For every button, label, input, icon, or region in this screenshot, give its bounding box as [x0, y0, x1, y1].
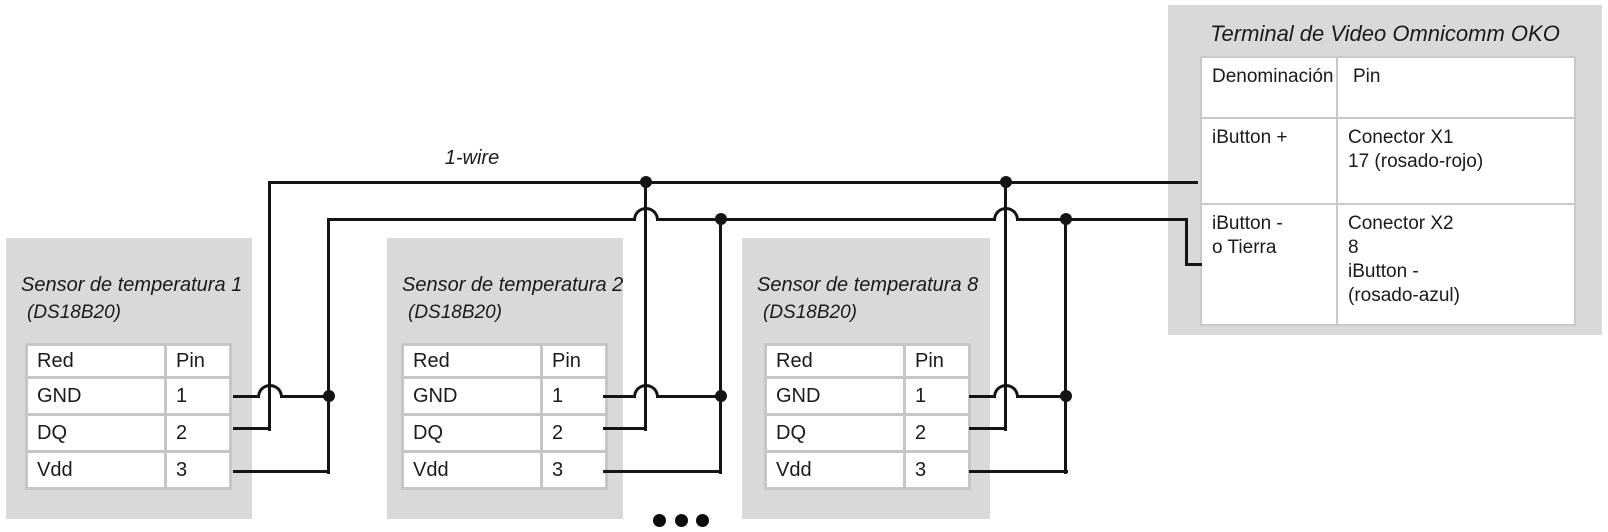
sensor-2-gnd-pin: 1: [543, 379, 605, 413]
sensor-8-pin-table: Red Pin GND 1 DQ 2 Vdd 3: [764, 343, 971, 490]
sensor-8-header-pin: Pin: [906, 346, 968, 376]
junction-dot: [1060, 390, 1072, 402]
table-row: DQ 2: [28, 416, 229, 450]
table-row: GND 1: [28, 379, 229, 413]
terminal-ibutton-plus-label: iButton +: [1202, 119, 1336, 203]
wire-sensor2-dq-vertical: [644, 181, 647, 431]
ellipsis-dot: [696, 514, 709, 527]
sensor-2-pin-table: Red Pin GND 1 DQ 2 Vdd 3: [401, 343, 608, 490]
sensor-1-box: Sensor de temperatura 1 (DS18B20) Red Pi…: [6, 238, 252, 519]
table-row: DQ 2: [767, 416, 968, 450]
sensor-8-dq-pin: 2: [906, 416, 968, 450]
sensor-2-header-red: Red: [404, 346, 540, 376]
sensor-8-dq-label: DQ: [767, 416, 903, 450]
sensor-1-header-pin: Pin: [167, 346, 229, 376]
sensor-1-subtitle: (DS18B20): [27, 302, 121, 323]
ellipsis-dot: [653, 514, 666, 527]
table-row: GND 1: [767, 379, 968, 413]
wire-hop-arc: [633, 384, 659, 398]
sensor-1-vdd-label: Vdd: [28, 453, 164, 487]
wire-sensor8-dq: [969, 427, 1007, 430]
sensor-8-vdd-pin: 3: [906, 453, 968, 487]
sensor-2-dq-label: DQ: [404, 416, 540, 450]
table-row: iButton + Conector X1 17 (rosado-rojo): [1202, 119, 1574, 203]
sensor-1-header-red: Red: [28, 346, 164, 376]
sensor-2-gnd-label: GND: [404, 379, 540, 413]
wire-1wire-bus: [268, 181, 1198, 184]
table-row: Vdd 3: [404, 453, 605, 487]
table-row: GND 1: [404, 379, 605, 413]
sensor-8-subtitle: (DS18B20): [763, 302, 857, 323]
table-row: iButton - o Tierra Conector X2 8 iButton…: [1202, 205, 1574, 324]
sensor-2-header-pin: Pin: [543, 346, 605, 376]
ellipsis-dot: [675, 514, 688, 527]
sensor-1-dq-pin: 2: [167, 416, 229, 450]
terminal-pin-table: Denominación Pin iButton + Conector X1 1…: [1200, 56, 1576, 326]
sensor-1-gnd-pin: 1: [167, 379, 229, 413]
sensor-1-vdd-pin: 3: [167, 453, 229, 487]
wire-hop-arc: [993, 384, 1019, 398]
wire-sensor2-gnd-seg1: [603, 395, 633, 398]
junction-dot: [715, 390, 727, 402]
sensor-8-gnd-label: GND: [767, 379, 903, 413]
sensor-2-subtitle: (DS18B20): [408, 302, 502, 323]
table-row: Vdd 3: [767, 453, 968, 487]
wire-ground-bus-drop: [1185, 218, 1188, 266]
wire-sensor8-gnd-seg1: [969, 395, 993, 398]
sensor-8-gnd-pin: 1: [906, 379, 968, 413]
sensor-8-box: Sensor de temperatura 8 (DS18B20) Red Pi…: [742, 238, 990, 519]
wire-sensor2-dq: [603, 427, 647, 430]
table-row: DQ 2: [404, 416, 605, 450]
sensor-2-title: Sensor de temperatura 2: [402, 274, 624, 296]
junction-dot: [1000, 176, 1012, 188]
junction-dot: [323, 390, 335, 402]
table-row: Vdd 3: [28, 453, 229, 487]
terminal-title: Terminal de Video Omnicomm OKO: [1210, 21, 1560, 46]
wire-sensor1-gnd-seg1: [233, 395, 257, 398]
wire-ground-bus-seg3: [1019, 218, 1188, 221]
wire-sensor1-dq: [233, 427, 271, 430]
terminal-box: Terminal de Video Omnicomm OKO Denominac…: [1168, 5, 1602, 335]
sensor-2-vdd-pin: 3: [543, 453, 605, 487]
sensor-2-box: Sensor de temperatura 2 (DS18B20) Red Pi…: [387, 238, 623, 519]
wire-ground-bus-seg1: [327, 218, 633, 221]
wire-sensor1-dq-vertical: [268, 181, 271, 431]
wire-ground-bus-entry: [1185, 263, 1202, 266]
wire-sensor2-vdd: [603, 470, 722, 473]
wire-sensor8-vdd: [969, 470, 1068, 473]
junction-dot: [1060, 213, 1072, 225]
wire-sensor8-dq-vertical: [1004, 181, 1007, 431]
wire-sensor2-gnd-seg2: [659, 395, 722, 398]
junction-dot: [640, 176, 652, 188]
sensor-1-title: Sensor de temperatura 1: [21, 274, 243, 296]
sensor-1-dq-label: DQ: [28, 416, 164, 450]
wire-sensor1-ground-vertical: [327, 218, 330, 474]
terminal-ibutton-plus-pin: Conector X1 17 (rosado-rojo): [1338, 119, 1574, 203]
sensor-8-title: Sensor de temperatura 8: [757, 274, 979, 296]
sensor-8-header-red: Red: [767, 346, 903, 376]
terminal-header-denominacion: Denominación: [1202, 58, 1336, 117]
bus-label: 1-wire: [444, 147, 500, 169]
wire-sensor8-gnd-seg2: [1019, 395, 1068, 398]
sensor-1-pin-table: Red Pin GND 1 DQ 2 Vdd 3: [25, 343, 232, 490]
wire-hop-arc: [257, 384, 283, 398]
wire-ground-bus-seg2: [659, 218, 993, 221]
wire-sensor1-gnd-seg2: [283, 395, 330, 398]
sensor-2-vdd-label: Vdd: [404, 453, 540, 487]
sensor-2-dq-pin: 2: [543, 416, 605, 450]
terminal-header-pin: Pin: [1338, 58, 1574, 117]
sensor-8-vdd-label: Vdd: [767, 453, 903, 487]
junction-dot: [715, 213, 727, 225]
terminal-ibutton-minus-label: iButton - o Tierra: [1202, 205, 1336, 324]
wire-sensor1-vdd: [233, 470, 330, 473]
sensor-1-gnd-label: GND: [28, 379, 164, 413]
wire-sensor8-ground-vertical: [1064, 218, 1067, 474]
terminal-ibutton-minus-pin: Conector X2 8 iButton - (rosado-azul): [1338, 205, 1574, 324]
wire-sensor2-ground-vertical: [719, 218, 722, 474]
